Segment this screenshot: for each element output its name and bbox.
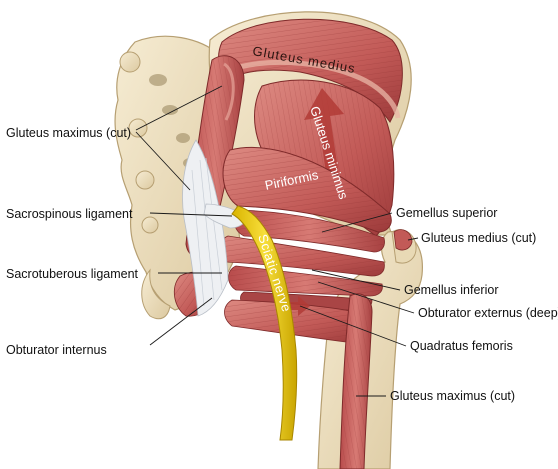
sacrotuberous-ligament: [182, 139, 229, 317]
label-sacrospinous-ligament: Sacrospinous ligament: [6, 207, 133, 221]
piriformis-muscle: [222, 147, 392, 233]
label-obturator-internus: Obturator internus: [6, 343, 107, 357]
label-obturator-externus-deep: Obturator externus (deep): [418, 306, 558, 320]
label-sacrotuberous-ligament: Sacrotuberous ligament: [6, 267, 139, 281]
label-gemellus-superior: Gemellus superior: [396, 206, 497, 220]
leader-obturator-externus: [317, 281, 415, 314]
gluteus-medius-cut-muscle: [393, 229, 413, 251]
gemellus-inferior-muscle: [228, 265, 383, 297]
label-quadratus-femoris: Quadratus femoris: [410, 339, 513, 353]
label-gluteus-medius-cut: Gluteus medius (cut): [421, 231, 536, 245]
leader-gluteus-maximus-upper-b: [135, 131, 191, 191]
gluteus-maximus-cut-lower-muscle: [339, 293, 373, 469]
gemellus-superior-muscle: [234, 209, 385, 253]
gluteus-minimus-arrow: [304, 88, 344, 200]
label-gluteus-maximus-cut-upper: Gluteus maximus (cut): [6, 126, 131, 140]
label-gemellus-inferior: Gemellus inferior: [404, 283, 498, 297]
sacral-foramen: [162, 105, 178, 115]
leader-gemellus-inferior: [311, 269, 401, 291]
leader-gluteus-maximus-upper-a: [135, 85, 223, 131]
leader-gemellus-superior: [321, 212, 393, 233]
sciatic-nerve: [231, 205, 298, 441]
leader-sacrospinous: [149, 212, 233, 217]
leader-obturator-internus: [149, 297, 213, 346]
sacral-foramen: [149, 74, 167, 86]
quadratus-arrow: [282, 296, 310, 316]
leader-quadratus-femoris: [299, 305, 407, 347]
leader-gluteus-medius-cut: [407, 237, 419, 241]
sacral-foramen: [176, 133, 190, 143]
quadratus-femoris-muscle: [224, 296, 367, 343]
label-gluteus-maximus-cut-lower: Gluteus maximus (cut): [390, 389, 515, 403]
leader-lines: [135, 85, 419, 397]
